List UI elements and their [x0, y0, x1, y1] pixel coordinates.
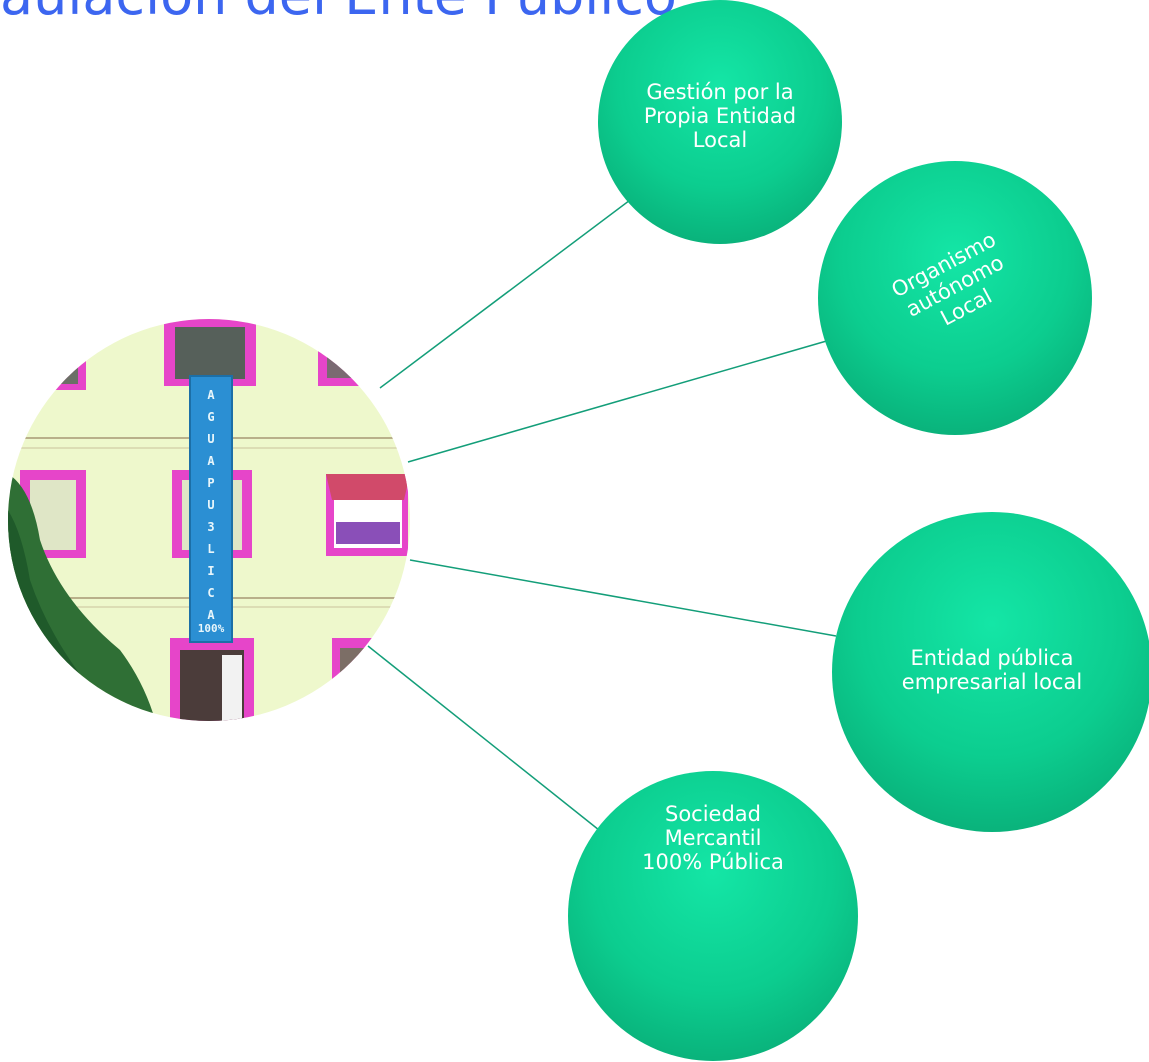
banner-letter: 3 [207, 520, 215, 534]
node-gestion [598, 0, 842, 244]
center-photo [8, 319, 410, 721]
connector-sociedad [367, 645, 605, 835]
connector-lines [367, 193, 837, 835]
connector-gestion [379, 193, 639, 389]
node-label-gestion: Gestión por la Propia Entidad Local [643, 80, 797, 152]
node-label-entidad: Entidad pública empresarial local [901, 646, 1083, 694]
node-sociedad [568, 771, 858, 1061]
banner-letter: P [207, 476, 215, 490]
banner-letter: U [207, 432, 215, 446]
node-entidad [832, 512, 1149, 832]
banner-letter: A [207, 454, 215, 468]
connector-entidad [409, 559, 837, 637]
page-title: aulación del Ente Público: [0, 0, 1149, 27]
banner-footer: 100% [197, 622, 225, 635]
banner-letter: L [207, 542, 215, 556]
banner-letter: I [207, 564, 215, 578]
node-label-sociedad: Sociedad Mercantil 100% Pública [642, 802, 784, 874]
banner-letter: G [207, 410, 215, 424]
banner-letter: A [207, 608, 215, 622]
connector-organismo [407, 339, 831, 463]
banner-letter: A [207, 388, 215, 402]
banner-letter: C [207, 586, 215, 600]
node-organismo [818, 161, 1092, 435]
banner-letter: U [207, 498, 215, 512]
